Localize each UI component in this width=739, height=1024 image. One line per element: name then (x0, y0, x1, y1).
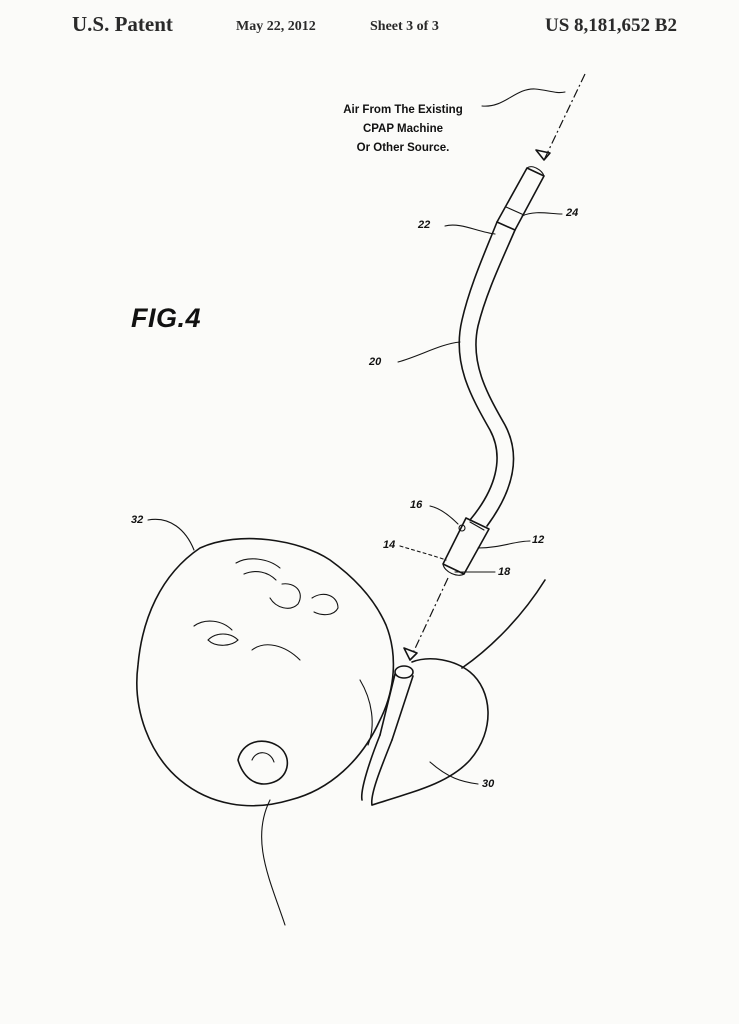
connector-tip-18 (442, 563, 465, 576)
mouth (311, 593, 339, 616)
fitting-opening (526, 166, 545, 177)
fitting-band (505, 206, 525, 216)
air-flow-line-lower (411, 577, 449, 656)
air-flow-line-upper (543, 73, 586, 161)
ref-numeral-24: 24 (566, 207, 579, 219)
leader-30 (429, 761, 479, 785)
chin-line (359, 679, 373, 746)
end-fitting-24 (496, 167, 545, 231)
caption-line-3: Or Other Source. (356, 142, 450, 154)
infant-head-outline (136, 537, 395, 807)
connector-band-16 (469, 521, 485, 531)
leader-22 (444, 224, 496, 235)
cannula-fitting (394, 665, 414, 679)
caption-line-1: Air From The Existing (343, 104, 463, 116)
header-date: May 22, 2012 (236, 19, 316, 34)
ref-numeral-18: 18 (498, 566, 511, 578)
ref-numeral-20: 20 (369, 356, 382, 368)
header-sheet: Sheet 3 of 3 (370, 19, 439, 34)
leader-14 (399, 545, 447, 561)
left-eyebrow (193, 620, 233, 631)
header-office: U.S. Patent (72, 12, 173, 36)
leader-16 (429, 505, 459, 525)
air-flow-arrow-lower (403, 647, 418, 661)
nose (269, 583, 301, 609)
ref-numeral-14: 14 (383, 539, 396, 551)
ref-numeral-22: 22 (418, 219, 431, 231)
right-eyebrow (235, 558, 281, 569)
leader-12 (477, 540, 531, 549)
air-source-caption: Air From The Existing CPAP Machine Or Ot… (310, 101, 496, 158)
figure-title: FIG.4 (131, 303, 202, 333)
leader-20 (397, 341, 461, 363)
caption-line-2: CPAP Machine (362, 123, 444, 135)
ref-numeral-32: 32 (131, 514, 144, 526)
connector-12 (442, 517, 490, 575)
ref-numeral-30: 30 (482, 778, 495, 790)
connector-port-16 (458, 524, 466, 532)
ref-numeral-12: 12 (532, 534, 545, 546)
tube-20-right-wall (475, 229, 516, 527)
cheek-line (251, 644, 301, 661)
left-eye (207, 633, 239, 646)
air-flow-arrow-upper (535, 149, 551, 161)
ear-inner (251, 752, 275, 763)
tube-20-left-wall (458, 221, 498, 521)
strap-extension (461, 579, 546, 669)
right-eye (243, 571, 277, 581)
caption-leader-line (481, 88, 566, 107)
ref-numeral-16: 16 (410, 499, 423, 511)
leader-24 (521, 212, 563, 217)
header-patent-number: US 8,181,652 B2 (545, 15, 677, 36)
leader-32 (147, 518, 195, 551)
headgear-strap (371, 658, 489, 806)
cannula-tube (360, 734, 393, 806)
ear (237, 740, 289, 785)
neck-line (261, 799, 286, 926)
